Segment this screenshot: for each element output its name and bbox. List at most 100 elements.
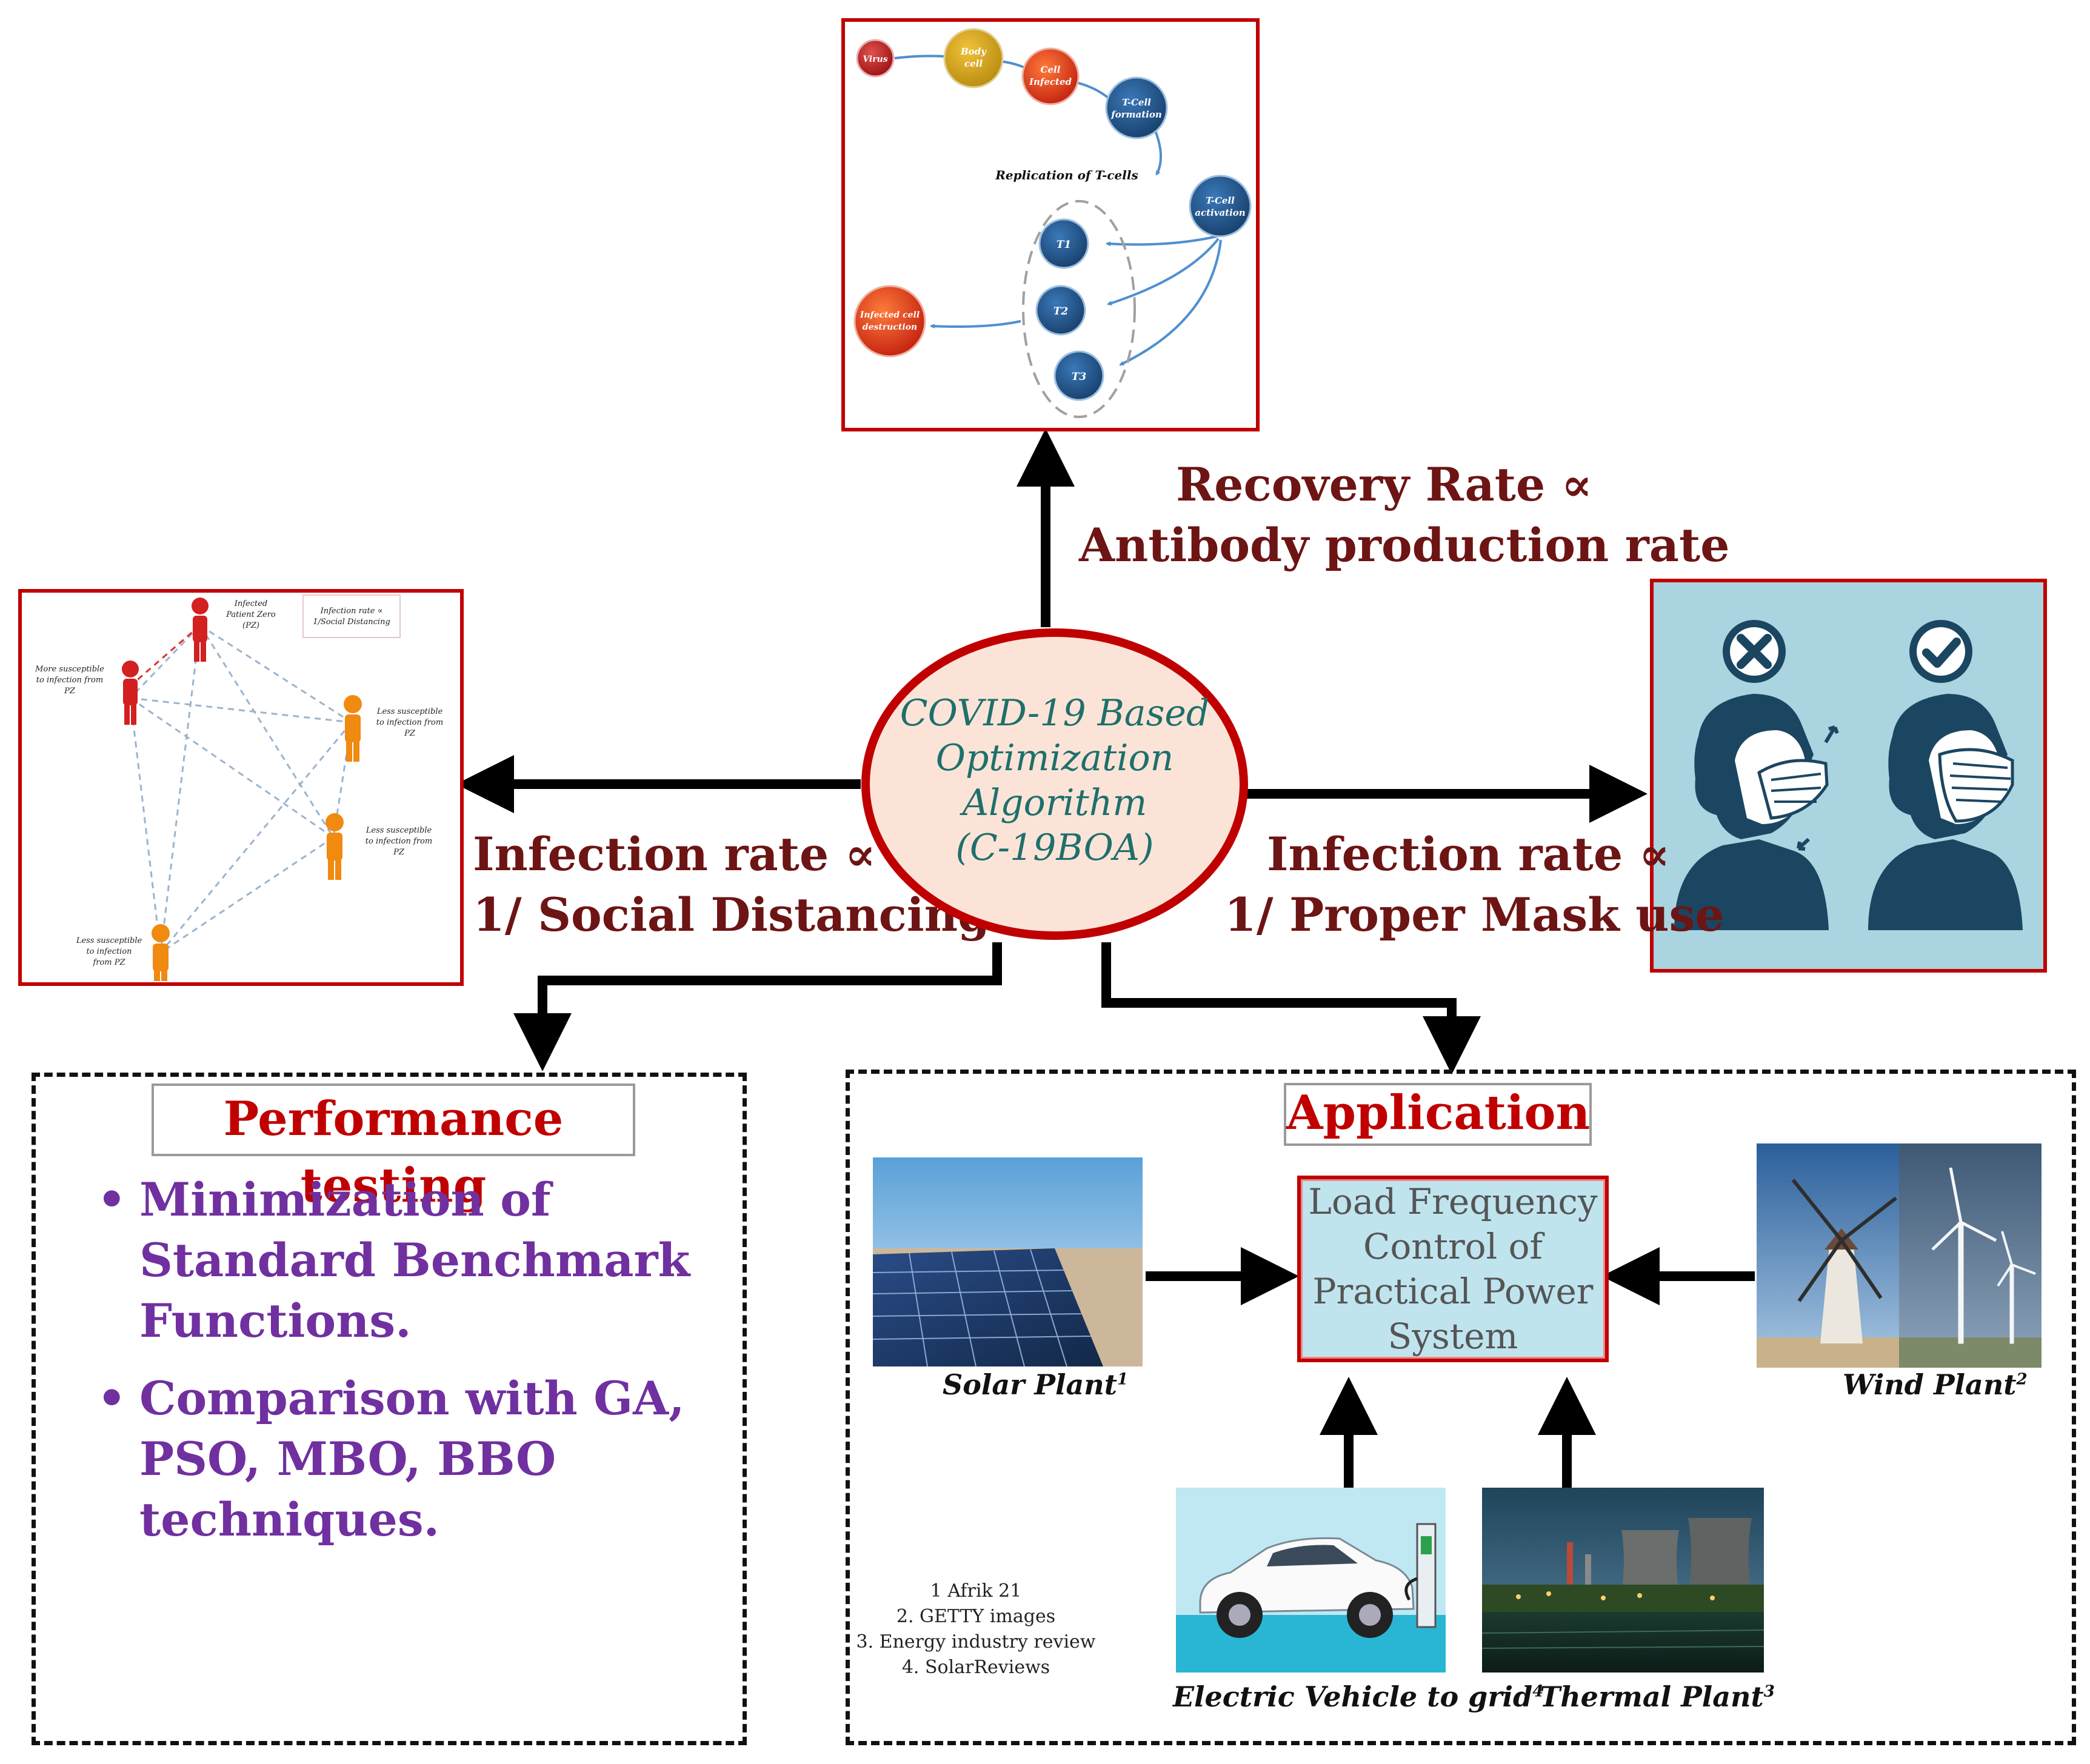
svg-text:Infection rate ∝: Infection rate ∝ — [320, 607, 383, 616]
infected-cell-destruction-node — [853, 285, 926, 358]
mask-relation-line1: Infection rate ∝ — [1267, 827, 1670, 881]
virus-node — [856, 39, 895, 78]
algorithm-title-line3: Algorithm — [962, 782, 1147, 824]
t3-node — [1053, 350, 1104, 401]
credit-2: 2. GETTY images — [896, 1606, 1056, 1627]
lfc-line2: Control of — [1363, 1226, 1543, 1267]
thermal-plant-image — [1482, 1488, 1764, 1672]
credit-4: 4. SolarReviews — [901, 1657, 1050, 1678]
solar-plant-caption-text: Solar Plant — [943, 1368, 1117, 1401]
svg-text:Patient Zero: Patient Zero — [225, 610, 276, 619]
person-less-susceptible-a — [344, 695, 362, 762]
svg-text:Less susceptible: Less susceptible — [76, 936, 142, 945]
person-less-susceptible-c — [152, 924, 170, 981]
solar-plant-ref-number: 1 — [1117, 1370, 1129, 1389]
electric-vehicle-image — [1176, 1488, 1446, 1672]
check-circle-icon — [1909, 620, 1972, 683]
performance-testing-title: Performance testing — [152, 1083, 635, 1213]
svg-text:destruction: destruction — [863, 322, 917, 332]
svg-text:T-Cell: T-Cell — [1206, 195, 1235, 206]
algorithm-title-line2: Optimization — [935, 737, 1174, 779]
body-cell-node — [943, 28, 1004, 88]
person-patient-zero — [192, 597, 209, 662]
solar-plant-image — [873, 1157, 1143, 1366]
svg-text:PZ: PZ — [64, 687, 76, 696]
thermal-caption: Thermal Plant3 — [1540, 1680, 1775, 1713]
thermal-ref-number: 3 — [1763, 1682, 1775, 1701]
ev-caption-text: Electric Vehicle to grid — [1173, 1680, 1533, 1713]
svg-text:to infection from: to infection from — [376, 718, 443, 727]
svg-text:Cell: Cell — [1041, 64, 1061, 75]
svg-text:to infection from: to infection from — [366, 837, 432, 846]
close-circle-icon — [1723, 620, 1786, 683]
ev-ref-number: 4 — [1532, 1682, 1544, 1701]
bullet-dot-icon: • — [97, 1173, 127, 1226]
lfc-line4: System — [1387, 1316, 1518, 1357]
cell-infected-node — [1021, 47, 1080, 105]
svg-text:Less susceptible: Less susceptible — [366, 826, 432, 835]
mask-relation-label: Infection rate ∝ 1/ Proper Mask use — [1224, 824, 1724, 945]
arrow-to-performance — [513, 942, 1002, 1071]
bullet-comparison-line3: techniques. — [139, 1493, 440, 1546]
svg-text:T-Cell: T-Cell — [1122, 97, 1151, 108]
bullet-dot-icon: • — [97, 1371, 127, 1425]
t1-node — [1038, 218, 1089, 269]
thermal-caption-text: Thermal Plant — [1540, 1680, 1764, 1713]
immune-flow-panel: Virus Body cell Cell Infected T-Cell for… — [841, 18, 1260, 431]
social-relation-line1: Infection rate ∝ — [473, 827, 876, 881]
svg-text:Replication of T-cells: Replication of T-cells — [995, 168, 1138, 182]
t2-node — [1035, 285, 1086, 336]
mask-relation-line2: 1/ Proper Mask use — [1224, 888, 1724, 942]
svg-text:to infection from: to infection from — [36, 676, 103, 685]
person-more-susceptible — [122, 661, 139, 725]
bullet-benchmark-line2: Standard Benchmark — [139, 1233, 690, 1287]
image-credits: 1 Afrik 21 2. GETTY images 3. Energy ind… — [855, 1579, 1097, 1680]
svg-text:formation: formation — [1110, 109, 1162, 120]
application-title: Application — [1284, 1083, 1592, 1146]
credit-1: 1 Afrik 21 — [930, 1580, 1022, 1602]
application-box — [846, 1070, 2076, 1745]
svg-text:activation: activation — [1195, 207, 1245, 218]
lfc-line1: Load Frequency — [1308, 1181, 1598, 1222]
svg-text:1/Social Distancing: 1/Social Distancing — [313, 617, 390, 627]
social-network-panel: Infected Patient Zero (PZ) More suscepti… — [18, 589, 464, 986]
svg-text:PZ: PZ — [393, 848, 405, 857]
svg-text:T2: T2 — [1053, 305, 1069, 318]
svg-text:T3: T3 — [1072, 371, 1087, 383]
algorithm-title: COVID-19 Based Optimization Algorithm (C… — [885, 691, 1224, 870]
svg-text:Infected: Infected — [234, 599, 268, 608]
credit-3: 3. Energy industry review — [856, 1631, 1096, 1653]
social-relation-label: Infection rate ∝ 1/ Social Distancing — [473, 824, 990, 945]
person-improper-mask-icon — [1674, 694, 1839, 930]
bullet-benchmark-line1: Minimization of — [139, 1173, 551, 1226]
performance-testing-box — [32, 1073, 747, 1745]
social-relation-line2: 1/ Social Distancing — [473, 888, 990, 942]
wind-plant-caption-text: Wind Plant — [1843, 1368, 2017, 1401]
svg-text:Virus: Virus — [863, 55, 887, 64]
arrow-to-application — [1101, 942, 1481, 1074]
bullet-comparison: • Comparison with GA, PSO, MBO, BBO tech… — [97, 1368, 733, 1550]
svg-text:(PZ): (PZ) — [242, 621, 259, 630]
wind-plant-image — [1757, 1143, 2042, 1368]
tcell-formation-node — [1105, 76, 1168, 139]
mask-panel — [1650, 579, 2047, 973]
svg-text:from PZ: from PZ — [92, 958, 125, 967]
center-ellipse — [861, 628, 1248, 940]
person-less-susceptible-b — [326, 813, 344, 880]
wind-plant-caption: Wind Plant2 — [1843, 1368, 2028, 1401]
bullet-comparison-line2: PSO, MBO, BBO — [139, 1432, 556, 1486]
algorithm-title-line4: (C-19BOA) — [955, 827, 1154, 869]
bullet-benchmark: • Minimization of Standard Benchmark Fun… — [97, 1170, 733, 1351]
performance-bullets: • Minimization of Standard Benchmark Fun… — [97, 1170, 733, 1567]
recovery-relation-line1: Recovery Rate ∝ — [1176, 458, 1592, 511]
ev-caption: Electric Vehicle to grid4 — [1173, 1680, 1543, 1713]
tcell-activation-node — [1189, 175, 1252, 238]
svg-text:cell: cell — [964, 58, 983, 69]
algorithm-title-line1: COVID-19 Based — [900, 692, 1210, 734]
svg-text:More susceptible: More susceptible — [35, 665, 104, 674]
recovery-relation-label: Recovery Rate ∝ Antibody production rate — [1079, 454, 1729, 576]
svg-text:Infected cell: Infected cell — [860, 310, 920, 320]
svg-text:Less susceptible: Less susceptible — [376, 707, 443, 716]
lfc-line3: Practical Power — [1312, 1271, 1594, 1312]
